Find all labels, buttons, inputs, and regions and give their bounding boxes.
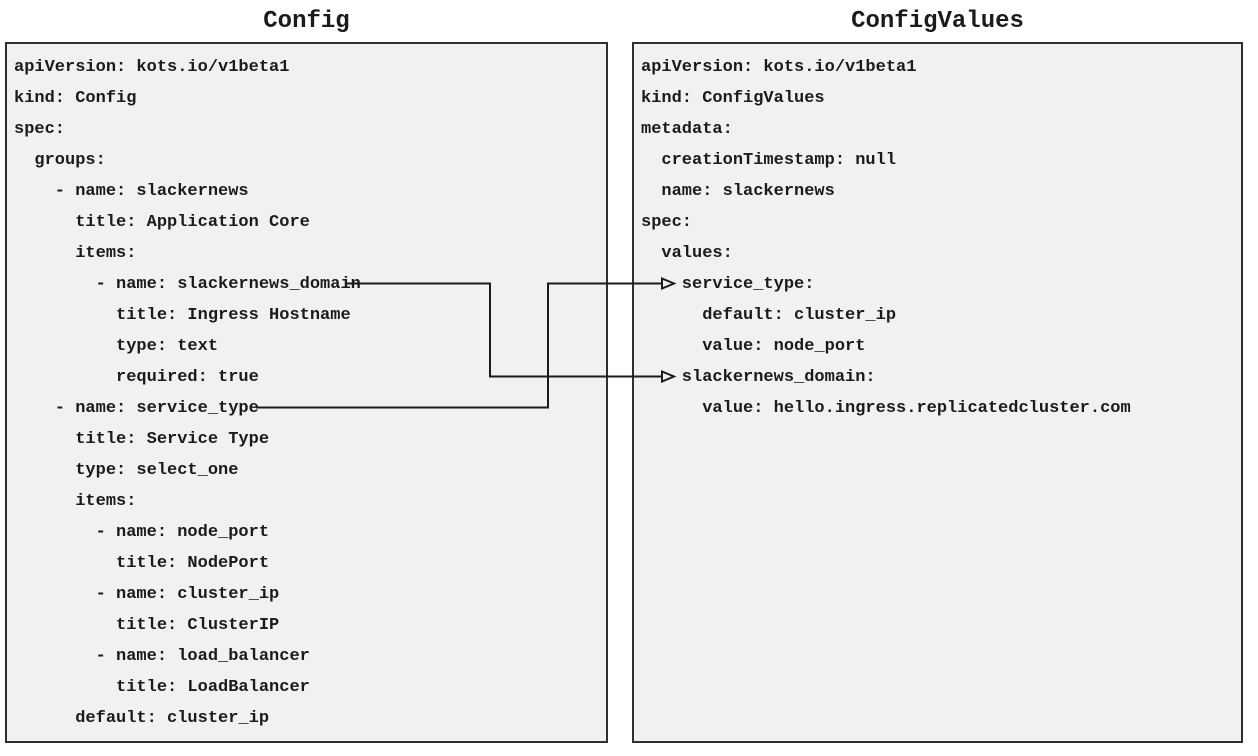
yaml-line-service-type-kind: type: select_one (14, 461, 239, 480)
yaml-line-node-port-title: title: NodePort (14, 554, 270, 573)
yaml-line-item-title: title: Ingress Hostname (14, 306, 351, 325)
yaml-line-item-slackernews-domain: - name: slackernews_domain (14, 275, 361, 294)
yaml-line-metadata-name: name: slackernews (641, 182, 835, 201)
yaml-line-slackernews-domain-value: value: hello.ingress.replicatedcluster.c… (641, 399, 1131, 418)
yaml-line-kind: kind: ConfigValues (641, 89, 825, 108)
yaml-line-load-balancer: - name: load_balancer (14, 647, 310, 666)
yaml-line-cluster-ip-title: title: ClusterIP (14, 616, 280, 635)
yaml-line-item-service-type: - name: service_type (14, 399, 259, 418)
yaml-line-item-required: required: true (14, 368, 259, 387)
yaml-line-kind: kind: Config (14, 89, 137, 108)
yaml-line-apiversion: apiVersion: kots.io/v1beta1 (641, 58, 917, 77)
yaml-line-node-port: - name: node_port (14, 523, 270, 542)
yaml-line-service-items: items: (14, 492, 137, 511)
yaml-line-service-type-default: default: cluster_ip (641, 306, 897, 325)
yaml-line-cluster-ip: - name: cluster_ip (14, 585, 280, 604)
yaml-line-default: default: cluster_ip (14, 709, 270, 728)
yaml-line-service-type-value: value: node_port (641, 337, 866, 356)
configvalues-panel-title: ConfigValues (851, 8, 1024, 35)
yaml-line-spec: spec: (641, 213, 693, 232)
yaml-line-service-title: title: Service Type (14, 430, 270, 449)
config-yaml-box: apiVersion: kots.io/v1beta1 kind: Config… (5, 42, 608, 743)
yaml-line-items: items: (14, 244, 137, 263)
yaml-line-group-name: - name: slackernews (14, 182, 249, 201)
configvalues-yaml-box: apiVersion: kots.io/v1beta1 kind: Config… (632, 42, 1243, 743)
yaml-line-value-slackernews-domain: slackernews_domain: (641, 368, 876, 387)
yaml-line-item-type: type: text (14, 337, 219, 356)
config-panel-title: Config (263, 8, 350, 35)
yaml-line-spec: spec: (14, 120, 66, 139)
yaml-line-metadata: metadata: (641, 120, 733, 139)
yaml-line-values: values: (641, 244, 733, 263)
yaml-line-group-title: title: Application Core (14, 213, 310, 232)
yaml-line-load-balancer-title: title: LoadBalancer (14, 678, 310, 697)
yaml-line-creation-timestamp: creationTimestamp: null (641, 151, 897, 170)
yaml-line-value-service-type: service_type: (641, 275, 815, 294)
yaml-line-apiversion: apiVersion: kots.io/v1beta1 (14, 58, 290, 77)
yaml-line-groups: groups: (14, 151, 106, 170)
